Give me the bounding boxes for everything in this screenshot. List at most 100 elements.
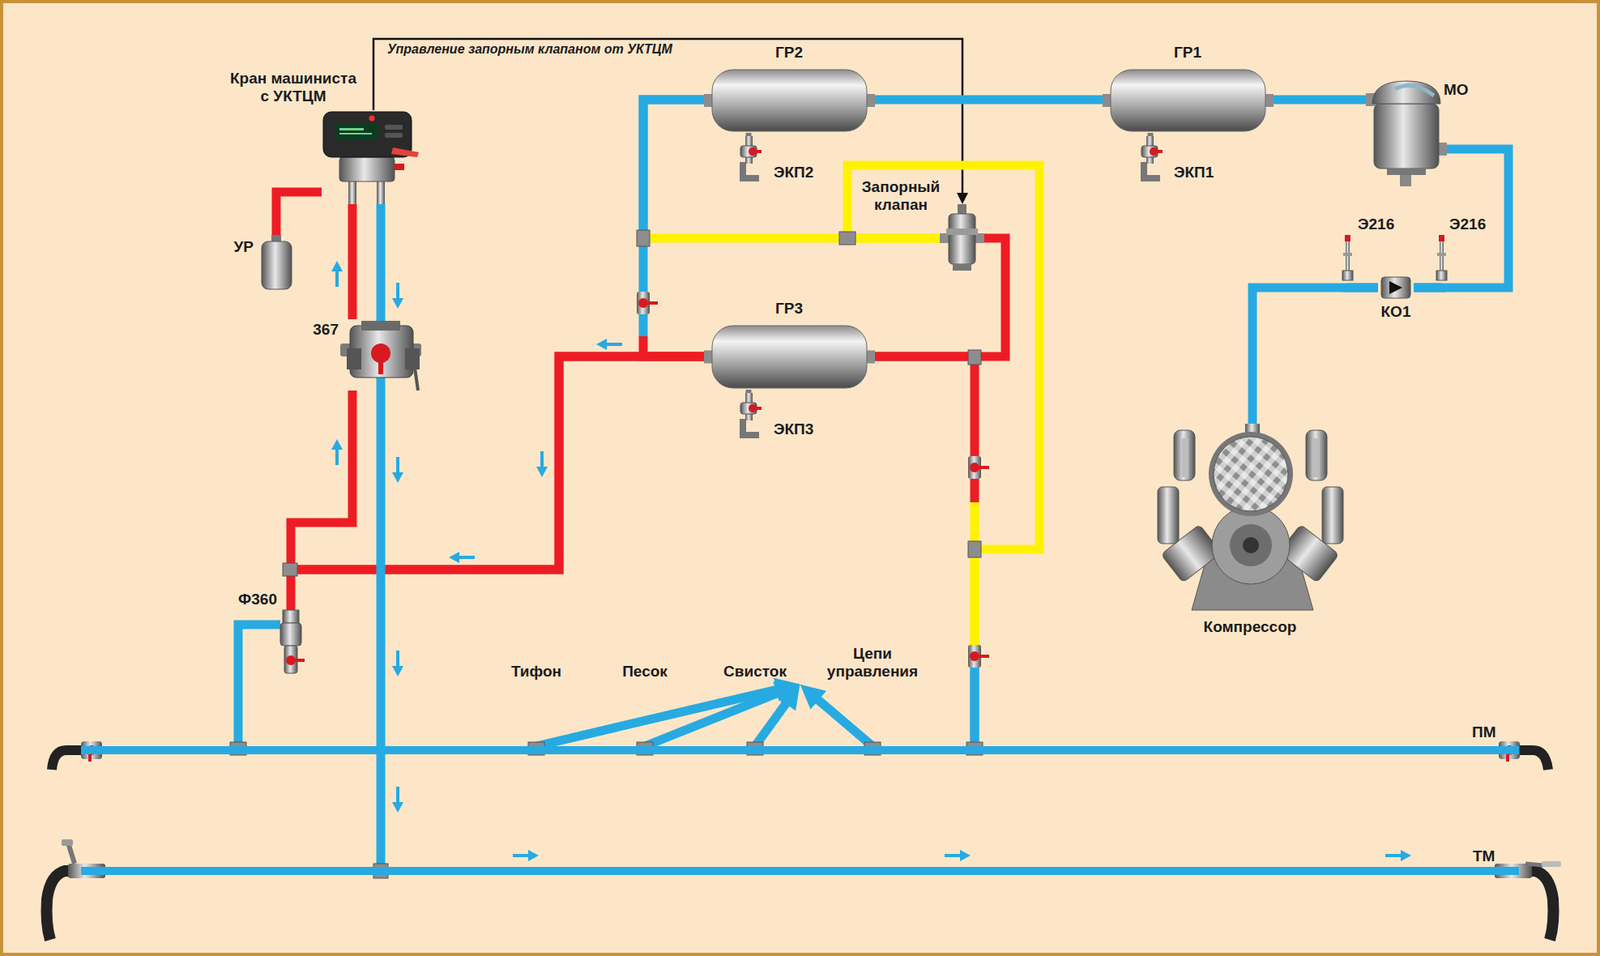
component-label: ТМ (1472, 847, 1495, 866)
component-drawing (941, 204, 983, 271)
drawing-part (331, 439, 343, 450)
drawing-part (968, 541, 982, 558)
drawing-part (596, 338, 607, 350)
drawing-part (346, 348, 362, 370)
compressor: Компрессор (1143, 423, 1358, 611)
component-drawing (1433, 234, 1450, 284)
component-drawing (260, 234, 294, 290)
drawing-part (457, 555, 475, 559)
drawing-part (61, 839, 73, 846)
tee-fittings (230, 230, 983, 879)
drawing-part (540, 451, 544, 469)
component-drawing (704, 68, 875, 133)
check-valve: КО1 (1378, 275, 1414, 300)
drawing-part (378, 353, 384, 375)
drawing-part (1343, 252, 1353, 256)
air-pipe (746, 389, 752, 393)
component-label: УР (234, 238, 255, 256)
drawing-part (392, 456, 404, 483)
component-label: Э216 (1449, 215, 1486, 234)
drawing-part (1386, 168, 1426, 175)
component-label: 367 (312, 320, 339, 339)
air-pipe (536, 687, 786, 747)
drain-cock: ЭКП3 (737, 392, 761, 439)
drawing-part (1541, 861, 1562, 867)
drawing-part (282, 610, 299, 623)
drawing-part (392, 282, 404, 309)
drawing-part (1395, 85, 1434, 97)
main-reservoir: ГР2 (704, 68, 875, 133)
drawing-part (396, 786, 400, 804)
component-drawing (704, 324, 875, 390)
drawing-part (636, 230, 650, 247)
consumer-label: Тифон (509, 662, 564, 684)
component-drawing (340, 319, 422, 391)
air-filter: Ф360 (280, 610, 302, 675)
drawing-part (946, 228, 978, 235)
component-drawing (321, 110, 414, 205)
drawing-part (712, 325, 867, 389)
drawing-part (392, 665, 404, 677)
drawing-part (1305, 430, 1327, 481)
drawing-part (536, 466, 548, 478)
air-pipe (290, 356, 704, 570)
drawing-part (405, 348, 420, 370)
drawing-part (1342, 270, 1353, 281)
drawing-part (293, 658, 305, 662)
combined-cock: 367 (340, 319, 422, 391)
component-label: ЭКП3 (773, 420, 814, 439)
drawing-part (944, 853, 962, 858)
consumer-name: Тифон (511, 662, 562, 680)
drawing-part (384, 132, 403, 138)
drawing-part (977, 654, 990, 658)
air-pipe (1273, 95, 1366, 105)
oil-separator: МО (1365, 79, 1447, 187)
supply-line: ПМ (81, 746, 1519, 755)
drawing-part (952, 264, 972, 271)
shutoff-valve: Запорный клапан (941, 204, 983, 271)
drawing-part (1173, 430, 1195, 481)
component-label: ГР2 (775, 43, 803, 62)
flow-arrows (331, 260, 1412, 862)
drawing-part (977, 465, 990, 470)
drawing-part (392, 472, 404, 483)
driver-brake-valve: Кран машиниста с УКТЦМ (321, 110, 414, 205)
drain-cock: ЭКП1 (1138, 136, 1164, 182)
drawing-part (1110, 69, 1266, 132)
drawing-part (1400, 849, 1412, 862)
component-label: ЭКП1 (1173, 163, 1214, 182)
drawing-part (396, 456, 400, 474)
air-pipe (238, 624, 281, 747)
drawing-part (392, 650, 404, 677)
drawing-part (753, 406, 762, 410)
drawing-part (369, 115, 376, 122)
air-pipe (1252, 287, 1379, 424)
safety-valve: Э216 (1433, 234, 1450, 284)
component-label: ПМ (1472, 723, 1496, 742)
safety-valve: Э216 (1339, 234, 1356, 284)
air-pipe (874, 95, 1103, 105)
air-pipe (755, 695, 792, 747)
drawing-part (1140, 174, 1161, 182)
drawing-part (392, 298, 404, 309)
drawing-part (282, 563, 298, 576)
component-drawing (1365, 79, 1447, 187)
drawing-part (1211, 506, 1290, 585)
drawing-part (1381, 277, 1411, 299)
component-drawing (1339, 234, 1356, 284)
drawing-part (392, 786, 404, 813)
drawing-part (646, 301, 658, 305)
air-pipe (1147, 132, 1154, 137)
drawing-part (336, 123, 379, 140)
drawing-part (1438, 234, 1445, 242)
drawing-part (1213, 436, 1289, 512)
component-label: КО1 (1381, 302, 1412, 321)
drawing-part (1208, 431, 1293, 517)
stop-cocks (636, 291, 990, 668)
drawing-part (968, 349, 982, 365)
consumer-name: Цепи управления (827, 644, 918, 680)
air-pipe (276, 192, 322, 235)
component-label: Компрессор (1203, 618, 1298, 636)
